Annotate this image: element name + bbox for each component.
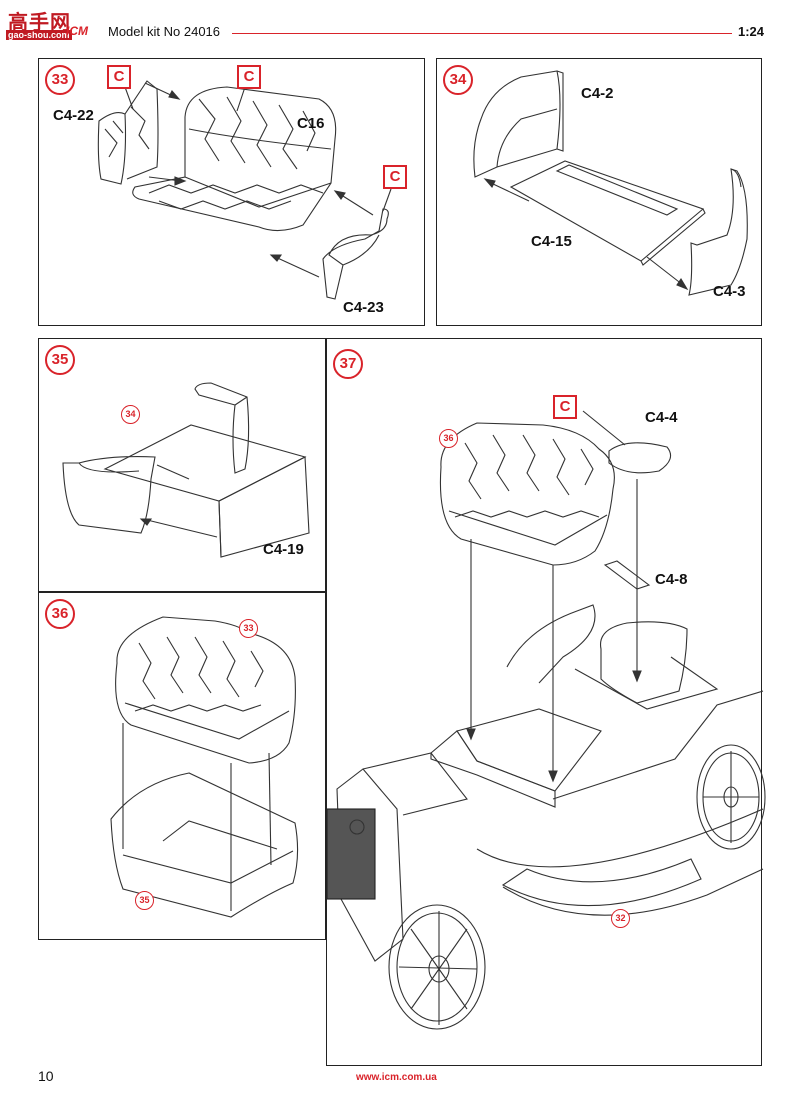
site-logo: 高手网 gao-shou.com xyxy=(6,6,86,46)
step-37-drawing xyxy=(326,410,766,1030)
icm-logo: ICM xyxy=(66,24,88,38)
ref-step-33: 33 xyxy=(239,619,258,638)
step-34-drawing xyxy=(473,70,748,296)
logo-subtext: gao-shou.com xyxy=(6,30,72,40)
part-label-c4-8: C4-8 xyxy=(655,571,688,588)
step-37-panel: 37 36 C C4-4 C4-8 32 xyxy=(326,338,766,1066)
step-number: 33 xyxy=(45,65,75,95)
step-number: 35 xyxy=(45,345,75,375)
part-label-c4-22: C4-22 xyxy=(53,107,94,124)
ref-step-35: 35 xyxy=(135,891,154,910)
logo-text: 高手网 xyxy=(8,12,71,34)
paint-code-c: C xyxy=(383,165,407,189)
paint-code-c: C xyxy=(237,65,261,89)
ref-step-36: 36 xyxy=(439,429,458,448)
header: 高手网 gao-shou.com ICM Model kit No 24016 … xyxy=(0,0,800,48)
header-rule xyxy=(232,33,732,35)
footer-url[interactable]: www.icm.com.ua xyxy=(356,1072,437,1083)
part-label-c4-15: C4-15 xyxy=(531,233,572,250)
step-33-drawing xyxy=(97,80,392,300)
scale-label: 1:24 xyxy=(738,24,765,39)
step-number: 34 xyxy=(443,65,473,95)
step-36-panel: 36 33 35 xyxy=(38,592,326,940)
ref-step-34: 34 xyxy=(121,405,140,424)
part-label-c4-2: C4-2 xyxy=(581,85,614,102)
ref-step-32: 32 xyxy=(611,909,630,928)
kit-title: Model kit No 24016 xyxy=(108,24,221,39)
step-36-drawing xyxy=(110,616,299,918)
page-number: 10 xyxy=(38,1068,54,1084)
paint-code-c: C xyxy=(107,65,131,89)
paint-code-c: C xyxy=(553,395,577,419)
step-35-panel: 35 34 C4-19 xyxy=(38,338,326,592)
part-label-c4-23: C4-23 xyxy=(343,299,384,316)
part-label-c16: C16 xyxy=(297,115,325,132)
step-35-drawing xyxy=(62,382,310,558)
part-label-c4-19: C4-19 xyxy=(263,541,304,558)
step-number: 37 xyxy=(333,349,363,379)
step-33-panel: 33 C C C C4-22 C16 C4-23 xyxy=(38,58,425,326)
step-34-panel: 34 C4-2 C4-15 C4-3 xyxy=(436,58,762,326)
part-label-c4-3: C4-3 xyxy=(713,283,746,300)
step-number: 36 xyxy=(45,599,75,629)
part-label-c4-4: C4-4 xyxy=(645,409,678,426)
